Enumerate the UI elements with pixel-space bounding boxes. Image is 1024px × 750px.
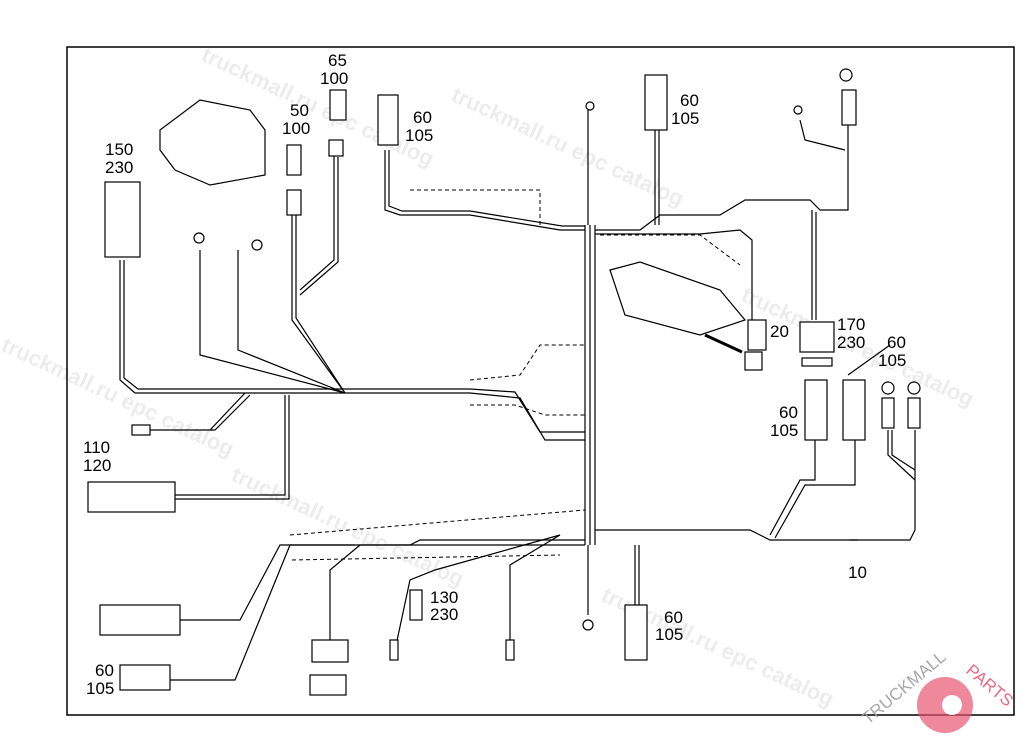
connector-icon [311, 639, 349, 663]
callout-130: 130 [430, 588, 458, 607]
ring-terminal-icon [881, 381, 895, 395]
ring-terminal-icon [585, 101, 595, 111]
terminal-icon [389, 639, 399, 661]
connector-130-icon [409, 589, 423, 621]
callout-60: 60 [95, 661, 114, 680]
connector-50-icon [286, 144, 302, 176]
callout-230: 230 [105, 158, 133, 177]
callout-60: 60 [413, 108, 432, 127]
connector-150-icon [104, 181, 141, 258]
ring-terminal-icon [793, 105, 803, 115]
ring-terminal-icon [907, 381, 921, 395]
callout-105: 105 [770, 421, 798, 440]
callout-10: 10 [848, 563, 867, 582]
components [87, 68, 921, 696]
callout-100: 100 [282, 119, 310, 138]
connector-170-icon [799, 321, 835, 353]
connector-110-icon [87, 481, 176, 513]
callout-60: 60 [779, 403, 798, 422]
connector-icon [309, 674, 347, 696]
callout-120: 120 [83, 456, 111, 475]
truckmallparts-logo: TRUCKMALL PARTS [858, 647, 1017, 733]
callout-110: 110 [83, 438, 110, 457]
ring-terminal-icon [582, 619, 594, 631]
callout-105: 105 [405, 126, 433, 145]
diagram-frame [66, 46, 1015, 716]
callout-150: 150 [105, 140, 133, 159]
connector-65-icon [329, 89, 347, 121]
relay-icon [744, 351, 763, 371]
callout-20: 20 [770, 322, 789, 341]
terminal-icon [505, 639, 515, 661]
ring-terminal-icon [839, 68, 853, 82]
leader-line [847, 344, 891, 541]
plug-icon [131, 424, 151, 436]
plug-icon [286, 189, 302, 216]
sensor-icon [907, 397, 921, 429]
connector-pins-icon [801, 357, 833, 367]
callout-170: 170 [837, 315, 865, 334]
sensor-connector-icon [804, 379, 828, 441]
sensor-connector-icon [842, 379, 866, 441]
ring-terminal-icon [193, 232, 205, 244]
sensor-connector-icon [644, 74, 668, 131]
sensor-connector-icon [119, 664, 171, 691]
callout-230: 230 [430, 605, 458, 624]
callout-60: 60 [664, 608, 683, 627]
plug-icon [328, 139, 344, 157]
connector-icon [99, 604, 181, 636]
arrow-icon [704, 333, 743, 354]
sensor-connector-icon [377, 94, 399, 146]
callout-60: 60 [680, 91, 699, 110]
gear-hole [942, 695, 962, 715]
callout-labels: 65 100 50 100 150 230 60 105 60 105 20 1… [83, 51, 906, 698]
callout-105: 105 [878, 351, 906, 370]
callout-50: 50 [290, 101, 309, 120]
control-unit-icon [159, 99, 266, 186]
connector-20-icon [747, 319, 767, 351]
watermark-text: truckmall.ru epc catalog [228, 462, 468, 592]
callout-60: 60 [887, 333, 906, 352]
callout-105: 105 [86, 679, 114, 698]
sensor-icon [841, 89, 857, 126]
harness-wires [119, 110, 916, 681]
callout-65: 65 [328, 51, 347, 70]
callout-230: 230 [837, 333, 865, 352]
callout-105: 105 [655, 625, 683, 644]
watermark-text: truckmall.ru epc catalog [0, 332, 238, 462]
ring-terminal-icon [251, 239, 263, 251]
sensor-icon [881, 397, 895, 429]
fuse-relay-box-icon [609, 261, 747, 336]
sensor-connector-icon [624, 604, 648, 661]
callout-100: 100 [320, 69, 348, 88]
callout-105: 105 [671, 109, 699, 128]
